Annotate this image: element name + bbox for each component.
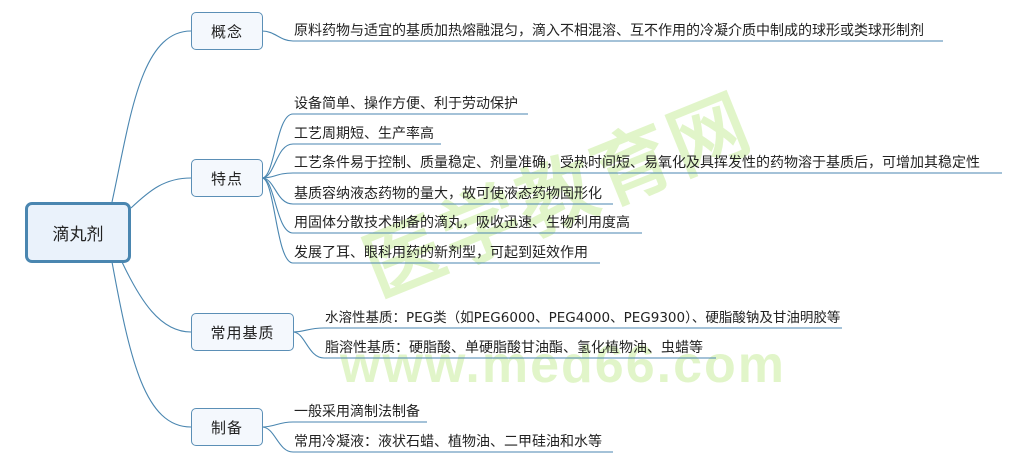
leaf-matrix-fat-soluble[interactable]: 脂溶性基质：硬脂酸、单硬脂酸甘油酯、氢化植物油、虫蜡等 bbox=[325, 340, 703, 356]
leaf-matrix-water-soluble[interactable]: 水溶性基质：PEG类（如PEG6000、PEG4000、PEG9300）、硬脂酸… bbox=[325, 310, 841, 326]
link-root-matrix bbox=[121, 261, 192, 333]
leaf-prep-method[interactable]: 一般采用滴制法制备 bbox=[294, 404, 420, 420]
root-node-label: 滴丸剂 bbox=[52, 225, 104, 245]
branch-node-preparation[interactable]: 制备 bbox=[191, 408, 263, 446]
link-concept-leaf-0 bbox=[261, 30, 943, 42]
leaf-feature-1[interactable]: 设备简单、操作方便、利于劳动保护 bbox=[294, 96, 518, 112]
branch-label: 特点 bbox=[210, 169, 243, 188]
leaf-feature-4[interactable]: 基质容纳液态药物的量大，故可使液态药物固形化 bbox=[294, 186, 602, 202]
leaf-feature-2[interactable]: 工艺周期短、生产率高 bbox=[294, 126, 434, 142]
branch-node-matrix[interactable]: 常用基质 bbox=[191, 313, 294, 351]
leaf-feature-6[interactable]: 发展了耳、眼科用药的新剂型，可起到延效作用 bbox=[294, 245, 588, 261]
branch-label: 概念 bbox=[210, 22, 243, 41]
branch-label: 常用基质 bbox=[210, 323, 275, 342]
leaf-prep-coolant[interactable]: 常用冷凝液：液状石蜡、植物油、二甲硅油和水等 bbox=[294, 434, 602, 450]
leaf-feature-3[interactable]: 工艺条件易于控制、质量稳定、剂量准确，受热时间短、易氧化及具挥发性的药物溶于基质… bbox=[294, 155, 980, 171]
leaf-concept-definition[interactable]: 原料药物与适宜的基质加热熔融混匀，滴入不相混溶、互不作用的冷凝介质中制成的球形或… bbox=[294, 23, 924, 39]
root-node[interactable]: 滴丸剂 bbox=[25, 202, 131, 263]
link-root-features bbox=[130, 177, 192, 209]
branch-label: 制备 bbox=[210, 418, 243, 437]
link-root-prep bbox=[111, 261, 192, 428]
branch-node-features[interactable]: 特点 bbox=[191, 159, 263, 197]
link-root-concept bbox=[111, 30, 192, 203]
branch-node-concept[interactable]: 概念 bbox=[191, 12, 263, 50]
leaf-feature-5[interactable]: 用固体分散技术制备的滴丸，吸收迅速、生物利用度高 bbox=[294, 215, 630, 231]
